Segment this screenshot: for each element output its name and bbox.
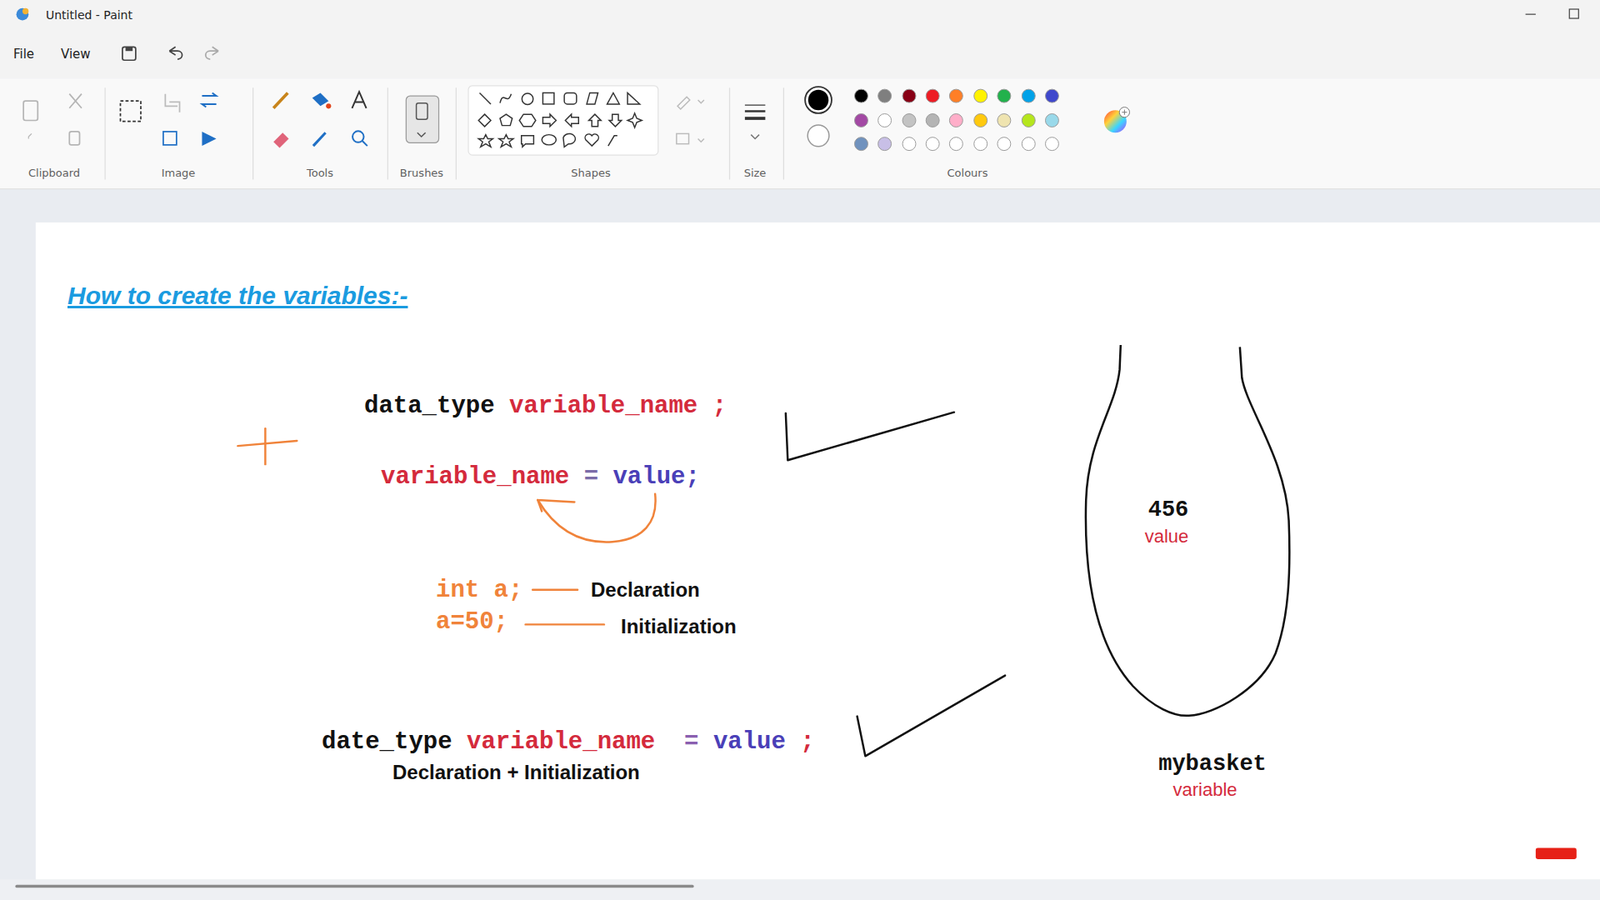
code-line: data_type variable_name;: [364, 392, 727, 420]
code-token: value: [713, 728, 786, 756]
code-line: int a;: [435, 576, 523, 605]
annotation: Declaration: [590, 578, 700, 602]
code-token: =: [584, 463, 599, 491]
ribbon-group-label: Tools: [306, 166, 334, 180]
window-title: Untitled - Paint: [45, 8, 133, 22]
value-number: 456: [1148, 497, 1190, 523]
value-caption: value: [1145, 525, 1190, 548]
code-line: a=50;: [435, 608, 509, 636]
code-line: variable_name = value;: [380, 463, 700, 491]
code-token: variable_name: [380, 463, 570, 491]
basket-shape: 456valuemybasketvariable: [1085, 345, 1291, 717]
ribbon-group-label: Size: [744, 166, 767, 180]
ribbon-group-label: Shapes: [570, 166, 610, 180]
code-token: int a;: [435, 576, 523, 605]
ribbon-group-label: Brushes: [400, 166, 444, 180]
variable-name: mybasket: [1158, 751, 1267, 777]
ribbon-group-label: Image: [161, 166, 196, 180]
code-token: variable_name: [466, 728, 655, 756]
annotation: Initialization: [620, 615, 737, 639]
code-token: value;: [612, 463, 700, 491]
variable-caption: variable: [1172, 779, 1237, 801]
code-token: =: [684, 728, 699, 756]
code-token: a=50;: [435, 608, 509, 636]
code-token: data_type: [364, 392, 495, 420]
code-token: variable_name: [509, 392, 698, 420]
ribbon-group-label: Colours: [947, 166, 989, 180]
ribbon-group-label: Clipboard: [28, 166, 80, 180]
code-token: date_type: [321, 728, 453, 756]
menu-item: View: [60, 46, 91, 62]
menu-item: File: [13, 46, 35, 62]
diagram-title: How to create the variables:-: [67, 281, 408, 310]
annotation: Declaration + Initialization: [392, 760, 640, 785]
code-token: ;: [712, 392, 727, 420]
code-token: ;: [800, 728, 815, 756]
code-line: date_type variable_name = value;: [321, 728, 815, 756]
